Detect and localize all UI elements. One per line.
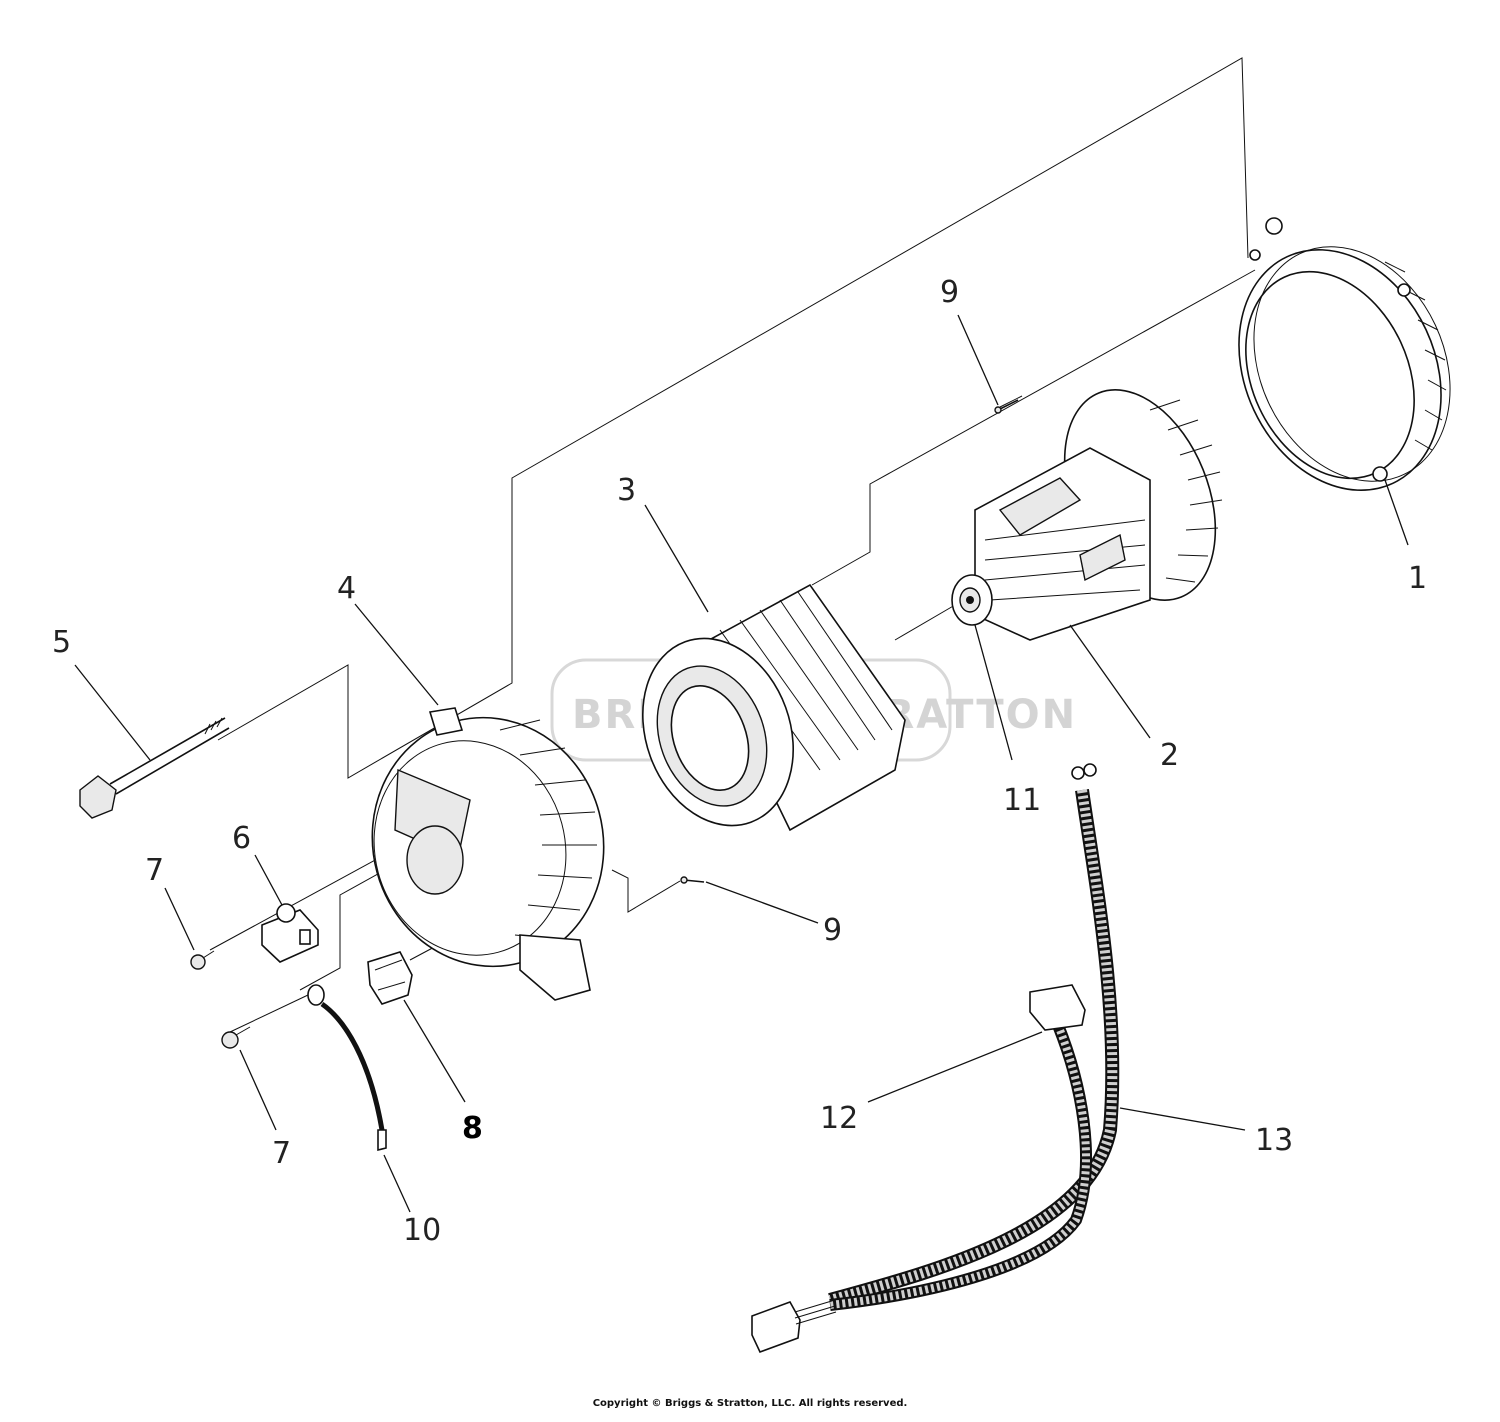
part-9-pins [680,399,1019,884]
parts-12-13-wiring-harness [751,763,1120,1354]
part-10-ground-wire [307,984,387,1152]
part-3-stator [641,583,906,832]
callout-11: 11 [1003,783,1041,818]
callout-labels: 1 2 3 4 5 6 7 7 8 9 9 10 11 12 13 [52,275,1427,1248]
callout-10: 10 [403,1213,441,1248]
callout-9b: 9 [823,913,842,948]
callout-2: 2 [1160,738,1179,773]
callout-7b: 7 [272,1136,291,1171]
callout-12: 12 [820,1101,858,1136]
callout-1: 1 [1408,561,1427,596]
callout-3: 3 [617,473,636,508]
callout-7a: 7 [145,853,164,888]
callout-6: 6 [232,821,251,856]
assembly-lines [209,57,1256,1033]
callout-13: 13 [1255,1123,1293,1158]
callout-4: 4 [337,571,356,606]
callout-9a: 9 [940,275,959,310]
part-1-rear-bearing-carrier [1238,217,1451,491]
part-7-screws [190,950,251,1049]
part-8-clip [367,951,413,1005]
callout-5: 5 [52,625,71,660]
copyright-notice: Copyright © Briggs & Stratton, LLC. All … [592,1398,908,1409]
part-5-through-bolt [79,717,230,819]
part-6-brush-holder [261,903,319,963]
leader-lines [74,314,1409,1213]
callout-8: 8 [462,1111,483,1146]
part-2-rotor-fan [951,389,1223,641]
part-4-front-housing [371,707,605,1001]
